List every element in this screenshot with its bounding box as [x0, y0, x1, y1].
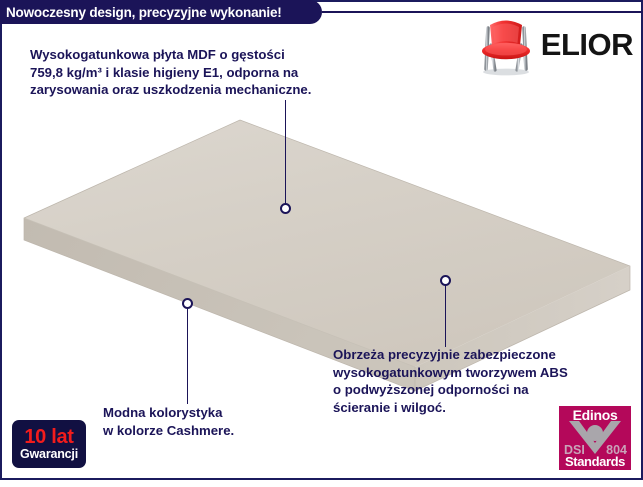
- callout-text-color: Modna kolorystyka w kolorze Cashmere.: [103, 404, 333, 439]
- edinos-code-left: DSI: [564, 443, 585, 457]
- edinos-code-right: 804: [606, 443, 627, 457]
- brand-logo: ELIOR: [475, 12, 634, 76]
- warranty-years: 10 lat: [24, 426, 74, 448]
- warranty-badge: 10 lat Gwarancji: [12, 420, 86, 468]
- edinos-v-mark-icon: [569, 421, 621, 454]
- brand-name: ELIOR: [540, 26, 634, 62]
- leader-line-mdf-quality: [285, 100, 287, 205]
- edinos-title: Edinos: [572, 407, 618, 423]
- board-front-edge-face: [415, 266, 630, 391]
- callout-line: o podwyższonej odporności na: [333, 382, 529, 397]
- callout-line: Obrzeża precyzyjnie zabezpieczone: [333, 347, 556, 362]
- callout-line: ścieranie i wilgoć.: [333, 399, 446, 415]
- leader-line-color: [187, 308, 189, 404]
- board-top-front-line: [23, 217, 416, 368]
- board-left-edge-face: [24, 218, 415, 391]
- warranty-label: Gwarancji: [20, 447, 78, 461]
- header-banner-text: Nowoczesny design, precyzyjne wykonanie!: [6, 4, 282, 20]
- chair-icon-svg: [481, 20, 530, 76]
- callout-marker-color: [182, 298, 193, 309]
- callout-line: 759,8 kg/m³ i klasie higieny E1, odporna…: [30, 64, 299, 80]
- callout-line: Modna kolorystyka: [103, 405, 223, 420]
- callout-marker-abs-edging: [440, 275, 451, 286]
- chair-icon: [475, 12, 537, 76]
- header-banner: Nowoczesny design, precyzyjne wykonanie!: [0, 0, 322, 24]
- leader-line-abs-edging: [445, 285, 447, 347]
- callout-marker-mdf-quality: [280, 203, 291, 214]
- callout-line: Wysokogatunkowa płyta MDF o gęstości: [30, 47, 285, 62]
- edinos-certification-badge: Edinos DSI 804 Standards: [559, 406, 631, 470]
- callout-line: w kolorze Cashmere.: [103, 422, 235, 438]
- callout-line: zarysowania oraz uszkodzenia mechaniczne…: [30, 82, 312, 97]
- callout-text-mdf-quality: Wysokogatunkowa płyta MDF o gęstości 759…: [30, 46, 390, 99]
- callout-line: wysokogatunkowym tworzywem ABS: [333, 364, 568, 380]
- edinos-subtitle: Standards: [565, 454, 625, 469]
- callout-text-abs-edging: Obrzeża precyzyjnie zabezpieczone wysoko…: [333, 346, 633, 416]
- board-top-face: [24, 120, 630, 367]
- banner-rule: [322, 11, 643, 13]
